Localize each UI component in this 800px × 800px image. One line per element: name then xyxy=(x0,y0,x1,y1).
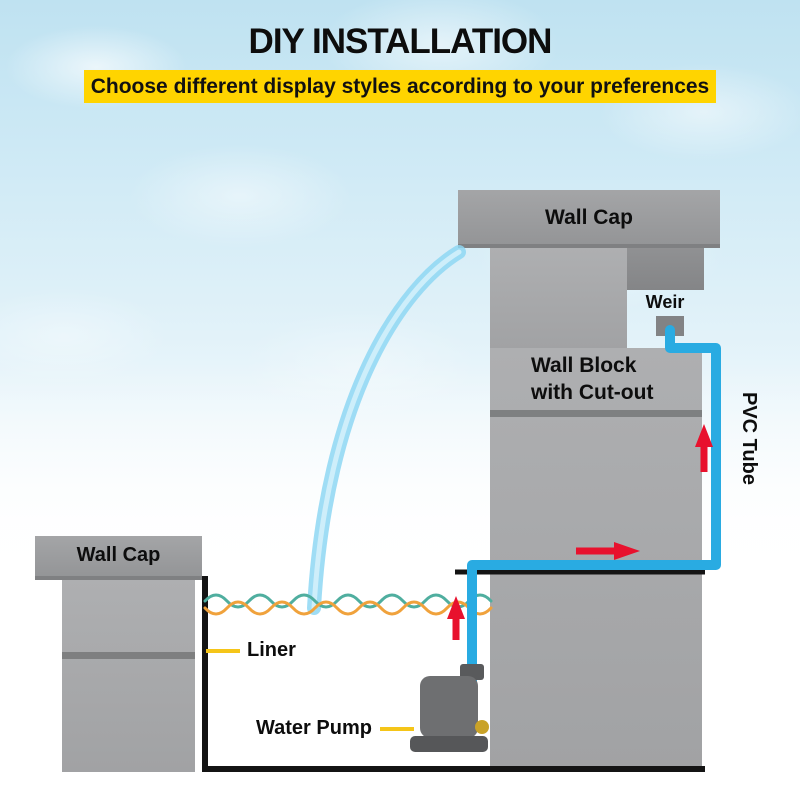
water-stream-arc xyxy=(307,245,466,615)
liner-label: Liner xyxy=(247,639,296,661)
wall-block-label-line2: with Cut-out xyxy=(531,381,654,404)
weir-label: Weir xyxy=(645,292,685,312)
wall-mortar-line-right xyxy=(490,410,702,417)
pump-body xyxy=(420,676,478,738)
left-wall-block xyxy=(62,580,195,772)
wave-line-orange xyxy=(203,600,493,616)
page-title: DIY INSTALLATION xyxy=(248,22,553,61)
pump-knob xyxy=(475,720,489,734)
wall-block-label-line1: Wall Block xyxy=(531,354,637,377)
wall-block-upper xyxy=(490,248,627,349)
weir-block xyxy=(627,248,704,290)
wave-line-teal xyxy=(203,593,493,609)
pvc-tube-label: PVC Tube xyxy=(738,392,760,485)
right-wall-cap-block xyxy=(458,190,720,248)
wall-cap-right-label: Wall Cap xyxy=(545,206,633,229)
flow-arrow-up-pump xyxy=(447,596,465,640)
water-stream-highlight xyxy=(311,249,462,611)
weir-outlet-fitting xyxy=(656,316,684,336)
water-pump-label: Water Pump xyxy=(256,717,372,739)
wall-mortar-line-left xyxy=(62,652,195,659)
subtitle-banner: Choose different display styles accordin… xyxy=(84,70,716,103)
wall-block-label: Wall Block with Cut-out xyxy=(531,352,653,406)
pump-base xyxy=(410,736,488,752)
wall-cap-left-label: Wall Cap xyxy=(76,544,161,566)
pump-inlet-collar xyxy=(460,664,484,680)
left-wall-cap-block xyxy=(35,536,202,580)
subtitle-text: Choose different display styles accordin… xyxy=(90,74,710,98)
